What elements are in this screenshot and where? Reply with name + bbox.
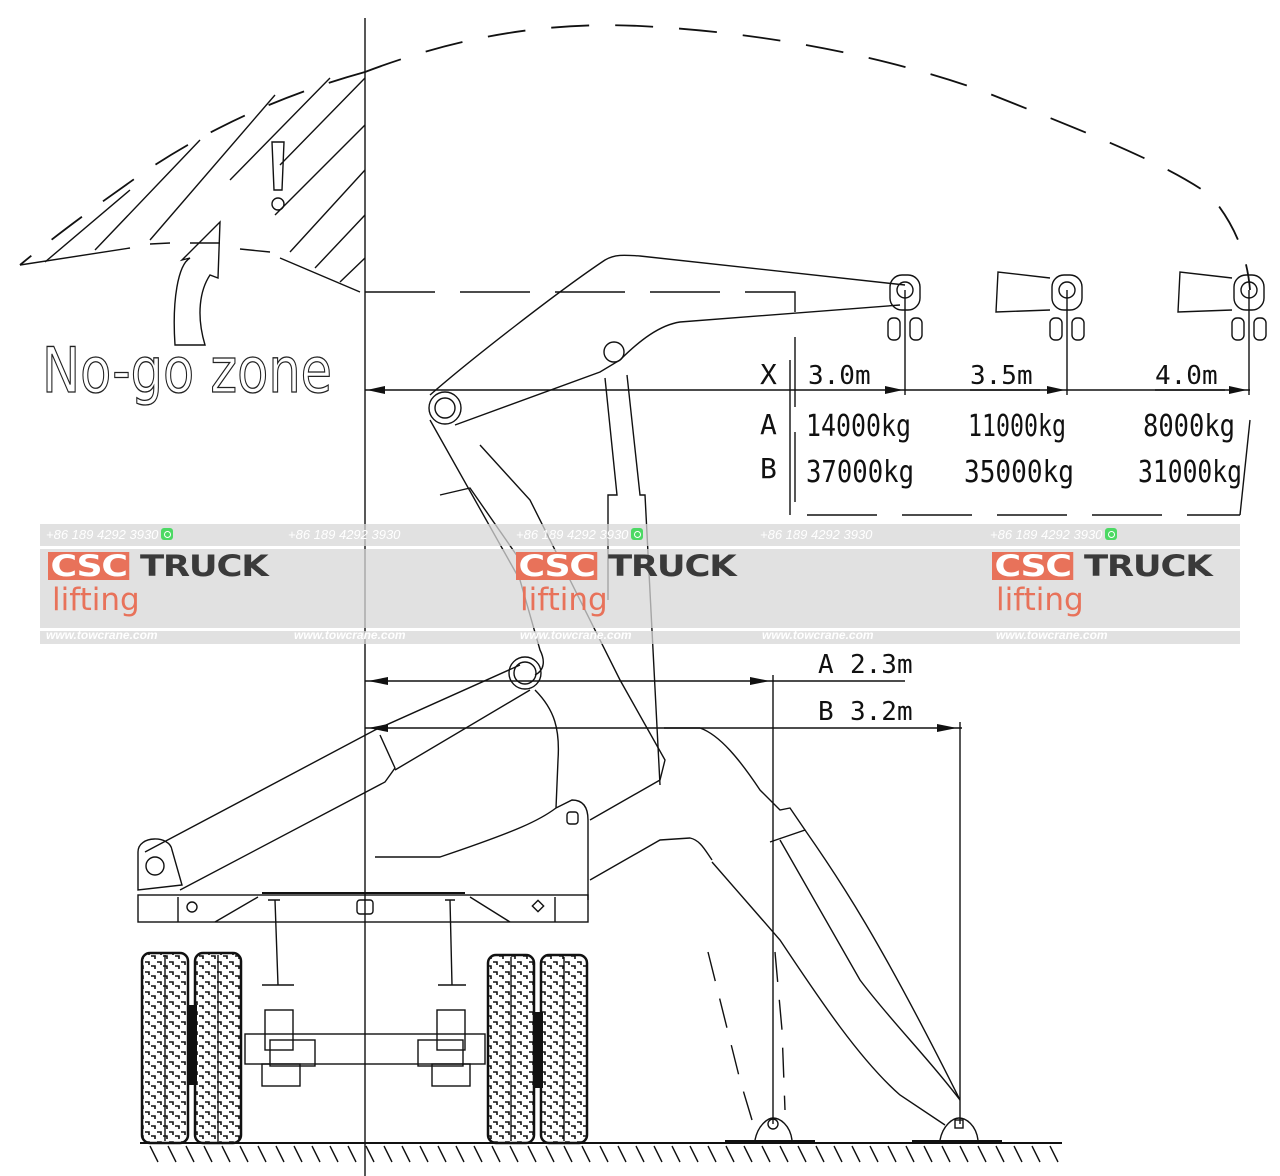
dimension-b-label: B [818,697,834,727]
watermark-phone: +86 189 4292 3930 [288,527,401,542]
outrigger-leg-a-dashed [707,951,786,1121]
boom-head-4m [1177,271,1267,395]
arrow-right-icon [1047,386,1065,394]
boom-pivot-ring [428,391,462,425]
dimension-a-label: A [818,650,834,680]
watermark-phone: +86 189 4292 3930 [990,527,1118,542]
watermark-url-row [40,631,1240,644]
main-stick [429,419,666,821]
whatsapp-icon [631,528,644,540]
whatsapp-icon [1105,528,1118,540]
no-go-arrow-icon [173,220,221,346]
logo-truck: TRUCK [608,549,737,583]
boom-head-3m [887,274,923,395]
row-label-b: B [760,452,777,485]
outrigger-leg-b [779,839,961,1101]
capacity-a-3m: 14000kg [806,409,911,444]
radius-3-5m: 3.5m [970,361,1033,391]
knuckle-pin [513,661,537,685]
lower-boom-body [375,689,589,900]
wheel-hub-left [187,1005,197,1085]
tyre-right-inner [486,953,536,1145]
capacity-b-4m: 31000kg [1138,455,1242,490]
reference-dashed-line [365,291,1240,516]
arrow-left-icon [368,677,388,685]
tyre-left-outer [140,951,190,1145]
watermark-phone: +86 189 4292 3930 [760,527,873,542]
capacity-a-4m: 8000kg [1143,409,1235,444]
watermark-band: +86 189 4292 3930 +86 189 4292 3930 +86 … [40,524,1240,644]
csctruck-logo: CSC TRUCK lifting [48,552,298,622]
logo-csc: CSC [48,552,130,581]
logo-lifting: lifting [52,582,140,618]
logo-csc: CSC [992,552,1074,581]
knuckle-ring [508,656,542,690]
phone-text: +86 189 4292 3930 [46,527,159,542]
watermark-url: www.towcrane.com [294,628,406,642]
axle [244,1009,486,1087]
arrow-left-icon [367,386,385,394]
radius-4m: 4.0m [1155,361,1218,391]
dimension-b-value: 3.2m [850,697,913,727]
upper-boom [429,254,906,396]
watermark-phone: +86 189 4292 3930 [46,527,174,542]
rear-pin-square [566,811,579,825]
csctruck-logo: CSC TRUCK lifting [516,552,766,622]
logo-lifting: lifting [520,582,608,618]
watermark-url: www.towcrane.com [996,628,1108,642]
watermark-url: www.towcrane.com [520,628,632,642]
watermark-url: www.towcrane.com [762,628,874,642]
no-go-zone-lower [19,242,361,293]
ground-hatching [149,1145,1059,1163]
logo-truck: TRUCK [140,549,269,583]
lower-boom [144,664,531,891]
tyre-left-inner [193,951,243,1145]
boom-head-3-5m [995,271,1085,395]
lifting-envelope-arc [364,24,1251,291]
whatsapp-icon [161,528,174,540]
outrigger-beam [589,727,807,881]
phone-text: +86 189 4292 3930 [516,527,629,542]
phone-text: +86 189 4292 3930 [990,527,1103,542]
csctruck-logo: CSC TRUCK lifting [992,552,1242,622]
no-go-zone-label: No-go zone [42,334,332,407]
chassis-frame [137,892,589,923]
boom-pivot-pin [434,397,456,419]
no-go-zone-hatching [44,77,366,283]
logo-csc: CSC [516,552,598,581]
row-label-x: X [760,358,777,391]
warning-exclamation-icon [271,141,285,211]
outrigger-leg-b-top [804,829,961,1101]
tyre-right-outer [539,953,589,1145]
cylinder-pin [603,341,625,363]
arrow-left-icon [368,724,388,732]
logo-lifting: lifting [996,582,1084,618]
outrigger-leg-b-outer [711,861,946,1126]
arrow-right-icon [885,386,903,394]
capacity-a-3-5m: 11000kg [968,409,1066,444]
front-bracket [137,838,183,891]
logo-truck: TRUCK [1084,549,1213,583]
no-go-zone-arc [19,71,366,266]
capacity-b-3-5m: 35000kg [964,455,1074,490]
dimension-a-value: 2.3m [850,650,913,680]
row-label-a: A [760,408,777,441]
arrow-right-icon [1229,386,1247,394]
outrigger-foot-b [912,1117,1002,1142]
wheel-hub-right [533,1012,543,1088]
watermark-phone: +86 189 4292 3930 [516,527,644,542]
front-pivot-pin [145,856,165,876]
capacity-b-3m: 37000kg [806,455,914,490]
watermark-url: www.towcrane.com [46,628,158,642]
arrow-right-icon [750,677,770,685]
arrow-right-icon [937,724,957,732]
suspension-posts [262,899,466,986]
radius-3m: 3.0m [808,361,871,391]
outrigger-foot-a [725,1117,815,1142]
